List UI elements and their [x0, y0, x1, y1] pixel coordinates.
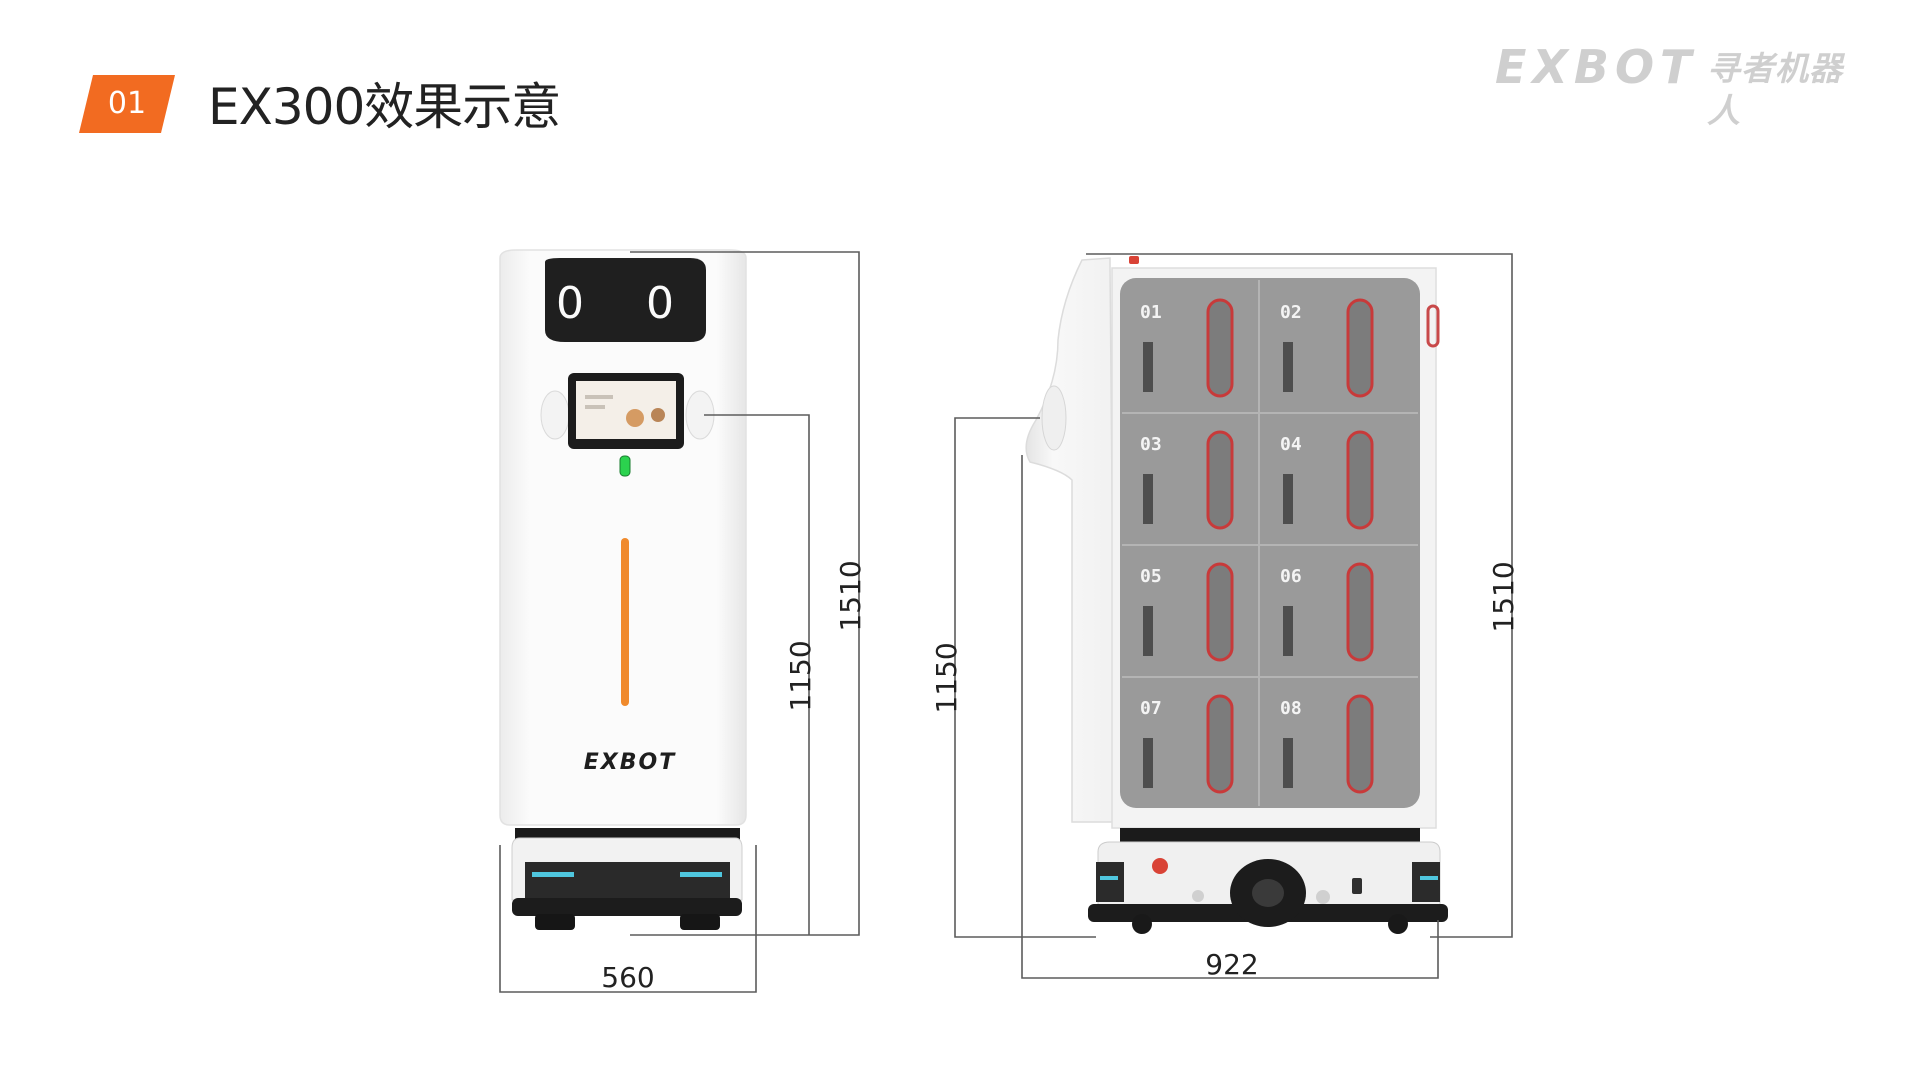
- side-shoulder-sensor: [1041, 385, 1067, 451]
- chassis-light-right: [680, 872, 722, 877]
- left-shoulder-sensor: [540, 390, 570, 440]
- compartment-number: 04: [1280, 434, 1302, 455]
- chassis-light-left: [532, 872, 574, 877]
- section-badge: 01: [79, 75, 175, 133]
- compartment-number: 08: [1280, 698, 1302, 719]
- brand-logo: EXBOT 寻者机器人: [1495, 40, 1875, 130]
- compartment-number: 06: [1280, 566, 1302, 587]
- compartment-latch: [1283, 738, 1293, 788]
- side-head-profile: [1025, 257, 1116, 823]
- compartment-latch: [1143, 606, 1153, 656]
- side-dimension-lines: [954, 253, 1513, 979]
- compartment-handle: [1346, 694, 1374, 794]
- compartment-01[interactable]: 01: [1140, 298, 1234, 398]
- compartment-handle: [1206, 694, 1234, 794]
- robot-eyes: 0 0: [556, 278, 698, 329]
- left-wheel: [535, 914, 575, 930]
- chassis-bumper: [525, 862, 730, 898]
- compartment-handle: [1206, 430, 1234, 530]
- caster-front: [1132, 914, 1152, 934]
- screen-text-line: [585, 395, 613, 399]
- compartment-latch: [1283, 342, 1293, 392]
- compartment-handle: [1346, 430, 1374, 530]
- side-bumper-rear: [1412, 862, 1440, 902]
- compartment-06[interactable]: 06: [1280, 562, 1374, 662]
- drive-wheel-hub: [1252, 879, 1284, 907]
- side-sensor: [1316, 890, 1330, 904]
- side-light-rear: [1420, 876, 1438, 880]
- compartment-handle: [1206, 562, 1234, 662]
- side-bumper-front: [1096, 862, 1124, 902]
- side-chassis-top: [1120, 828, 1420, 842]
- compartment-handle: [1346, 562, 1374, 662]
- compartment-number: 01: [1140, 302, 1162, 323]
- page-title: EX300效果示意: [208, 78, 561, 136]
- top-stop-button: [1129, 256, 1139, 264]
- compartment-latch: [1283, 474, 1293, 524]
- side-front-height-label: 1150: [930, 642, 963, 713]
- compartment-08[interactable]: 08: [1280, 694, 1374, 794]
- screen-food-image: [626, 409, 644, 427]
- front-screen-height-label: 1150: [784, 640, 817, 711]
- compartment-handle: [1346, 298, 1374, 398]
- compartment-number: 03: [1140, 434, 1162, 455]
- side-overall-height-label: 1510: [1487, 561, 1520, 632]
- brand-logo-text: EXBOT: [1495, 40, 1698, 94]
- compartment-number: 07: [1140, 698, 1162, 719]
- status-light: [619, 455, 631, 477]
- screen-food-image-2: [651, 408, 665, 422]
- front-view: 0 0 EXBOT 1510 1150 560: [499, 249, 867, 994]
- body-logo: EXBOT: [584, 750, 676, 775]
- robot-face: [545, 258, 706, 342]
- chassis-top: [515, 828, 740, 840]
- orange-light-strip: [621, 538, 629, 706]
- compartment-07[interactable]: 07: [1140, 694, 1234, 794]
- compartment-05[interactable]: 05: [1140, 562, 1234, 662]
- compartment-handle: [1206, 298, 1234, 398]
- side-length-label: 922: [1205, 948, 1258, 981]
- side-speaker: [1192, 890, 1204, 902]
- front-width-label: 560: [601, 961, 654, 994]
- section-badge-shape: [79, 75, 175, 133]
- compartment-latch: [1143, 342, 1153, 392]
- side-light-front: [1100, 876, 1118, 880]
- compartment-number: 05: [1140, 566, 1162, 587]
- rear-handle: [1426, 304, 1440, 348]
- compartment-04[interactable]: 04: [1280, 430, 1374, 530]
- brand-logo-cn: 寻者机器人: [1707, 49, 1843, 130]
- screen-text-line: [585, 405, 605, 409]
- side-view: 01 02 03 04 05 06 07: [930, 253, 1520, 981]
- front-dimension-lines: [499, 251, 860, 993]
- cabinet-grid: [1122, 280, 1418, 806]
- side-port: [1352, 878, 1362, 894]
- chassis-skirt: [512, 898, 742, 916]
- compartment-latch: [1143, 474, 1153, 524]
- compartment-latch: [1143, 738, 1153, 788]
- cabinet-door-panel: [1120, 278, 1420, 808]
- compartment-latch: [1283, 606, 1293, 656]
- section-number: 01: [107, 86, 147, 121]
- side-emergency-button[interactable]: [1152, 858, 1168, 874]
- front-overall-height-label: 1510: [834, 560, 867, 631]
- compartment-number: 02: [1280, 302, 1302, 323]
- compartment-02[interactable]: 02: [1280, 298, 1374, 398]
- compartment-03[interactable]: 03: [1140, 430, 1234, 530]
- caster-rear: [1388, 914, 1408, 934]
- right-wheel: [680, 914, 720, 930]
